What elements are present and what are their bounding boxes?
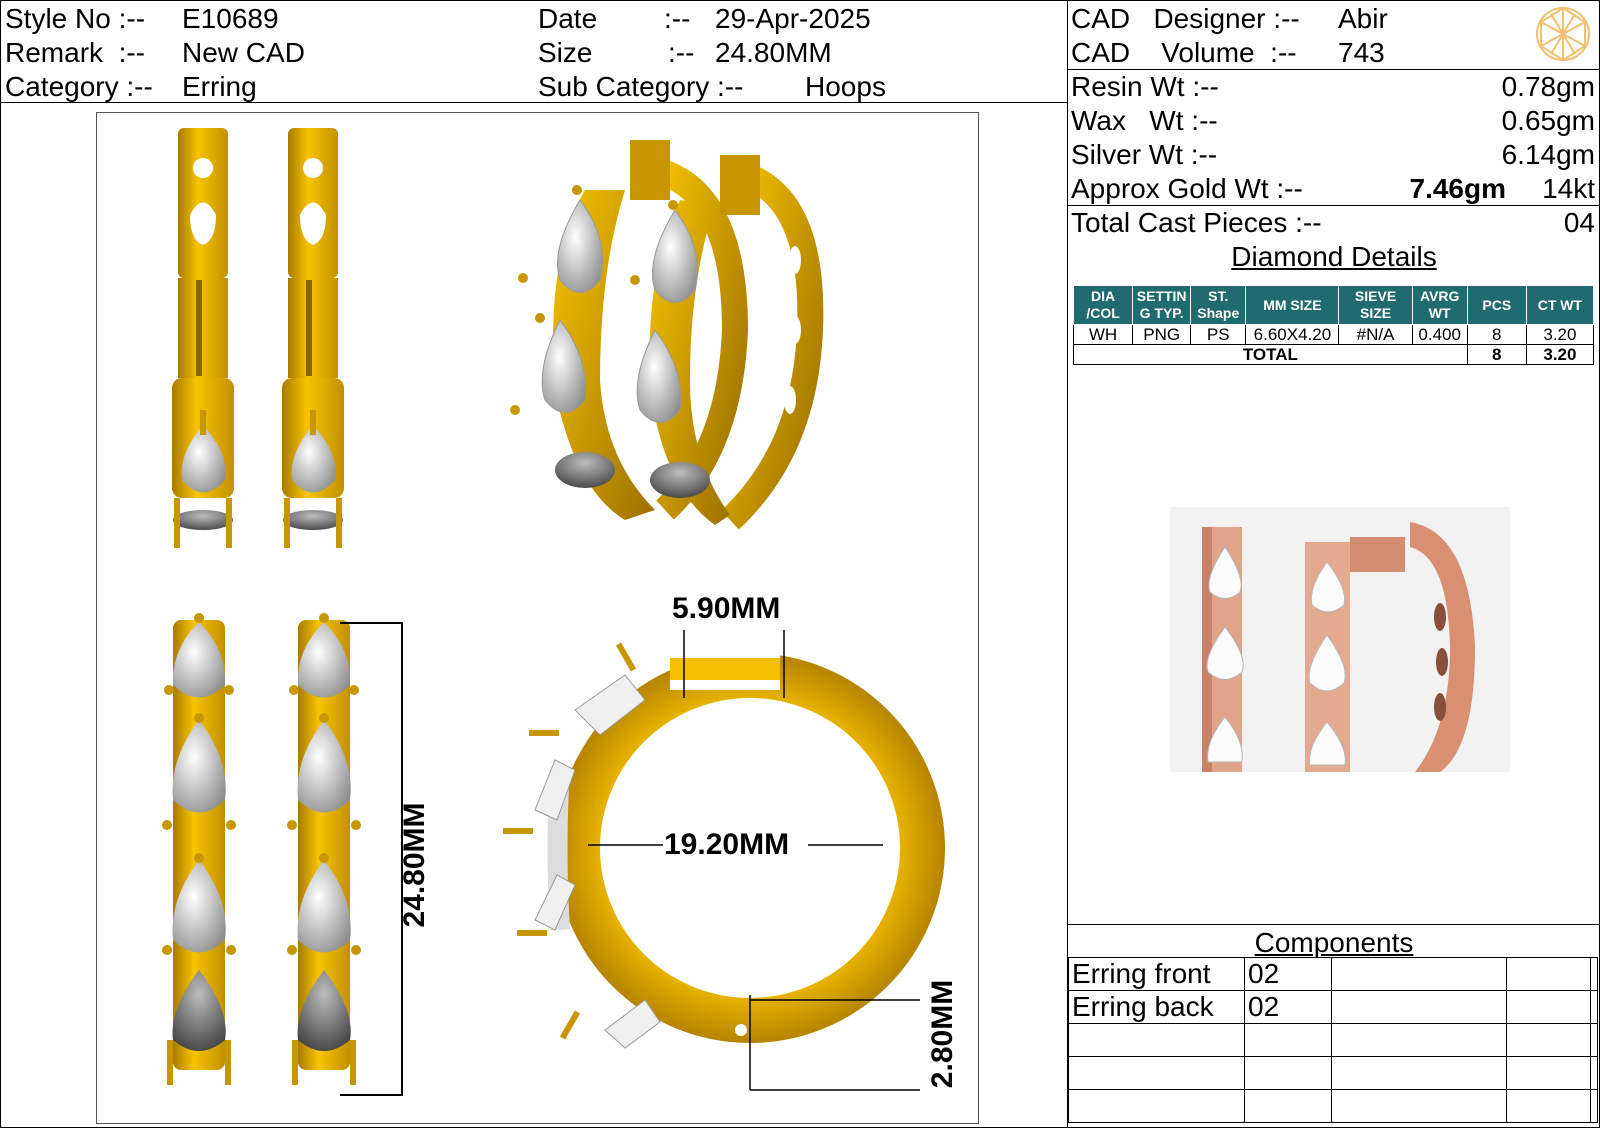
empty-cell xyxy=(1590,957,1598,991)
diamond-table: DIA /COL SETTIN G TYP. ST. Shape MM SIZE… xyxy=(1072,285,1595,365)
cad-designer-label: CAD Designer :-- xyxy=(1071,3,1300,34)
category-value: Erring xyxy=(182,71,257,102)
total-ct-wt: 3.20 xyxy=(1525,344,1595,365)
col-header: PCS xyxy=(1466,285,1527,325)
inner-diameter-label: 19.20MM xyxy=(664,828,790,861)
category-label: Category :-- xyxy=(5,71,153,102)
components-title: Components xyxy=(1254,927,1414,958)
table-total-row: TOTAL 8 3.20 xyxy=(1073,344,1595,365)
cad-volume-value: 743 xyxy=(1338,37,1385,68)
product-photo xyxy=(1170,507,1510,772)
empty-cell xyxy=(1331,990,1507,1024)
thickness-dimension-label: 2.80MM xyxy=(926,979,959,1089)
thickness-dimension-line xyxy=(749,995,920,1091)
table-row xyxy=(1067,1056,1598,1090)
component-qty: 02 xyxy=(1244,957,1333,991)
components-table: Erring front 02 Erring back 02 xyxy=(1067,957,1598,1123)
wax-wt-value: 0.65gm xyxy=(1501,105,1595,136)
cell-dia-col: WH xyxy=(1072,324,1134,345)
width-dimension-label: 5.90MM xyxy=(672,592,781,625)
cell-ct-wt: 3.20 xyxy=(1525,324,1595,345)
cad-designer-value: Abir xyxy=(1338,3,1388,34)
empty-cell xyxy=(1505,957,1592,991)
cad-divider xyxy=(1068,69,1600,70)
width-dimension-line xyxy=(683,630,785,698)
brand-logo-icon xyxy=(1536,6,1590,62)
perspective-view-render xyxy=(510,140,824,530)
sub-category-value: Hoops xyxy=(805,71,886,102)
front-view-render xyxy=(162,613,361,1085)
height-dimension-line xyxy=(340,622,403,1096)
table-row: WH PNG PS 6.60X4.20 #N/A 0.400 8 3.20 xyxy=(1072,324,1595,345)
col-header: MM SIZE xyxy=(1245,285,1340,325)
cad-volume-label: CAD Volume :-- xyxy=(1071,37,1297,68)
hoop-top-view-render xyxy=(503,642,945,1049)
size-value: 24.80MM xyxy=(715,37,832,68)
total-cast-label: Total Cast Pieces :-- xyxy=(1071,207,1322,238)
total-pcs: 8 xyxy=(1466,344,1527,365)
empty-cell xyxy=(1590,990,1598,1024)
components-divider xyxy=(1068,924,1600,925)
cell-sieve-size: #N/A xyxy=(1338,324,1413,345)
component-qty: 02 xyxy=(1244,990,1333,1024)
sub-category-label: Sub Category :-- xyxy=(538,71,744,102)
gold-karat: 14kt xyxy=(1542,173,1595,204)
cad-render-area xyxy=(96,112,979,1124)
cell-pcs: 8 xyxy=(1466,324,1527,345)
diamond-details-title: Diamond Details xyxy=(1231,241,1437,272)
cell-stone-shape: PS xyxy=(1190,324,1247,345)
cell-setting-type: PNG xyxy=(1132,324,1192,345)
gold-wt-value: 7.46gm xyxy=(1409,173,1507,204)
diamond-table-header: DIA /COL SETTIN G TYP. ST. Shape MM SIZE… xyxy=(1072,285,1595,325)
col-header: SETTIN G TYP. xyxy=(1132,285,1192,325)
col-header: CT WT xyxy=(1525,285,1595,325)
component-name: Erring front xyxy=(1067,957,1246,991)
size-sep: :-- xyxy=(668,37,695,68)
date-sep: :-- xyxy=(664,3,691,34)
weights-divider xyxy=(1068,205,1600,206)
header-divider xyxy=(0,102,1068,103)
wax-wt-label: Wax Wt :-- xyxy=(1071,105,1218,136)
gold-wt-label: Approx Gold Wt :-- xyxy=(1071,173,1303,204)
table-row xyxy=(1067,1089,1598,1123)
col-header: DIA /COL xyxy=(1072,285,1134,325)
total-cast-value: 04 xyxy=(1563,207,1595,238)
total-label: TOTAL xyxy=(1073,344,1468,365)
remark-value: New CAD xyxy=(182,37,305,68)
height-dimension-label: 24.80MM xyxy=(398,802,431,928)
side-view-render xyxy=(172,128,344,548)
size-label: Size xyxy=(538,37,593,68)
cell-mm-size: 6.60X4.20 xyxy=(1245,324,1340,345)
empty-cell xyxy=(1505,990,1592,1024)
silver-wt-label: Silver Wt :-- xyxy=(1071,139,1218,170)
empty-cell xyxy=(1331,957,1507,991)
col-header: AVRG WT xyxy=(1411,285,1468,325)
table-row: Erring front 02 xyxy=(1067,957,1598,991)
date-label: Date xyxy=(538,3,598,34)
right-panel-divider xyxy=(1067,0,1068,1128)
col-header: SIEVE SIZE xyxy=(1338,285,1413,325)
style-no-value: E10689 xyxy=(182,3,279,34)
col-header: ST. Shape xyxy=(1190,285,1247,325)
date-value: 29-Apr-2025 xyxy=(715,3,871,34)
component-name: Erring back xyxy=(1067,990,1246,1024)
silver-wt-value: 6.14gm xyxy=(1501,139,1595,170)
cell-avrg-wt: 0.400 xyxy=(1411,324,1468,345)
resin-wt-value: 0.78gm xyxy=(1501,71,1595,102)
remark-label: Remark :-- xyxy=(5,37,145,68)
table-row xyxy=(1067,1023,1598,1057)
inner-diameter-line xyxy=(588,844,883,846)
table-row: Erring back 02 xyxy=(1067,990,1598,1024)
style-no-label: Style No :-- xyxy=(5,3,146,34)
resin-wt-label: Resin Wt :-- xyxy=(1071,71,1219,102)
